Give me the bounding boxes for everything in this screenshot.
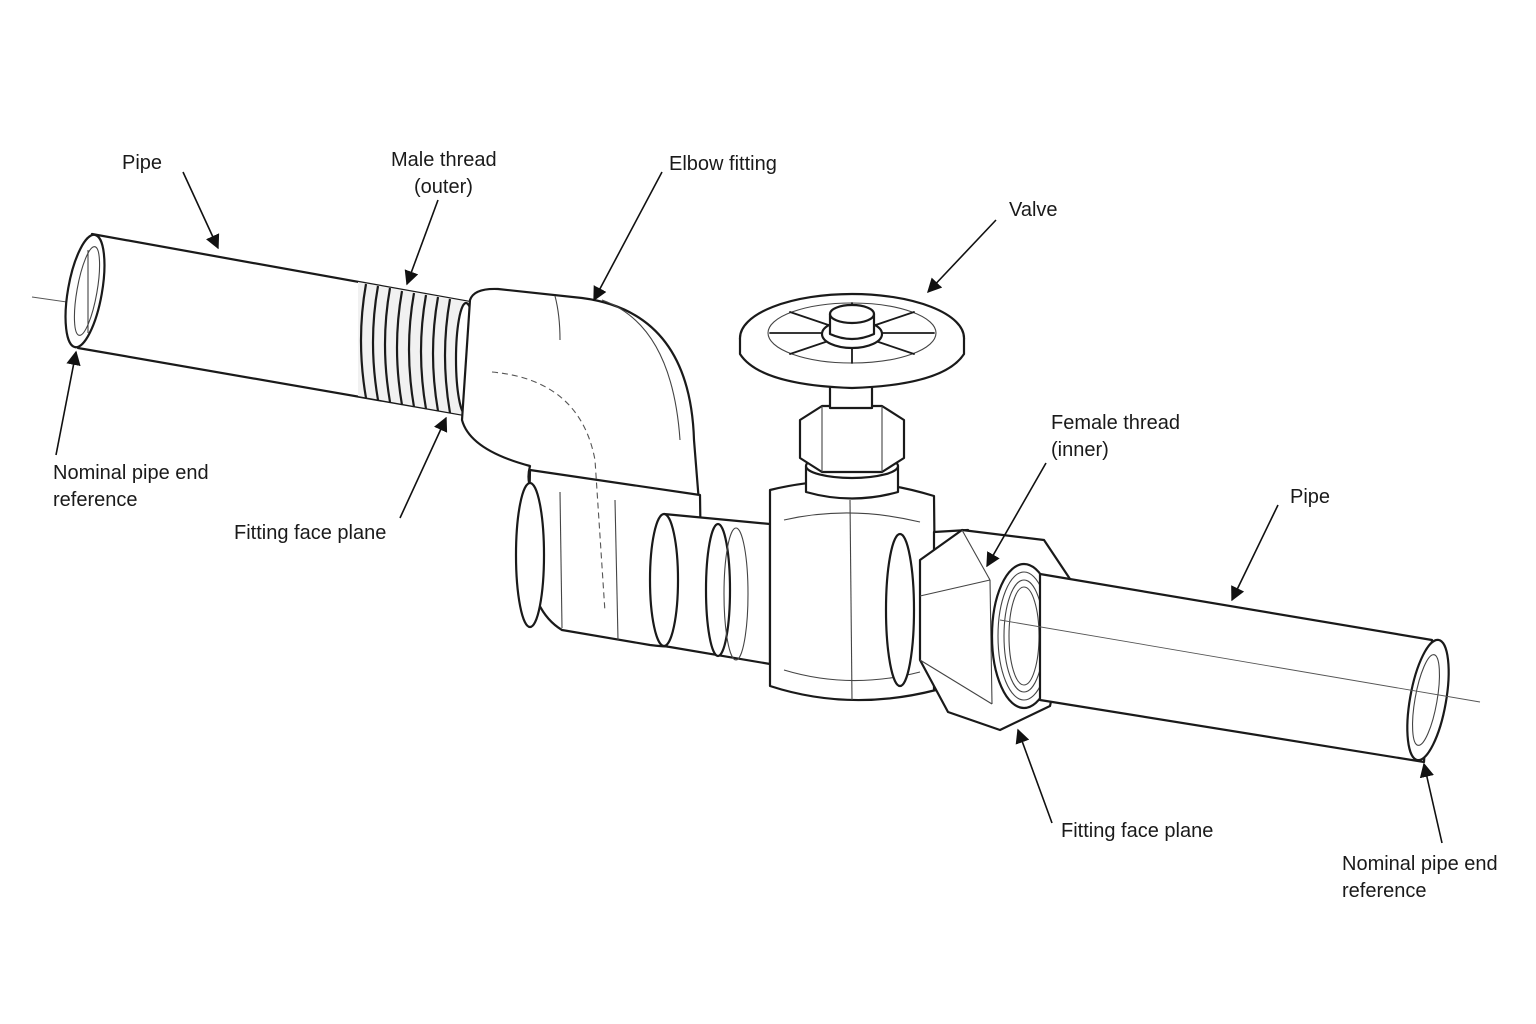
label-pipe-left: Pipe: [122, 152, 162, 174]
male-thread: [358, 282, 478, 417]
label-face-plane-right: Fitting face plane: [1061, 820, 1213, 842]
leader-elbow: [593, 171, 663, 302]
leader-nominal-left: [55, 350, 81, 456]
leader-pipe-left: [182, 171, 220, 250]
label-valve: Valve: [1009, 199, 1058, 221]
elbow-fitting: [460, 287, 704, 648]
labels: Pipe Male thread (outer) Elbow fitting V…: [53, 149, 1498, 902]
leader-face-left: [399, 416, 448, 519]
label-elbow-fitting: Elbow fitting: [669, 153, 777, 175]
label-female-thread-line1: Female thread: [1051, 412, 1180, 434]
label-male-thread-line2: (outer): [414, 176, 473, 198]
label-male-thread-line1: Male thread: [391, 149, 497, 171]
label-nominal-right-line2: reference: [1342, 880, 1427, 902]
leader-lines: [55, 171, 1443, 844]
leader-nominal-right: [1419, 762, 1443, 844]
label-face-plane-left: Fitting face plane: [234, 522, 386, 544]
label-nominal-right-line1: Nominal pipe end: [1342, 853, 1498, 875]
leader-pipe-right: [1231, 504, 1279, 602]
label-nominal-left-line2: reference: [53, 489, 138, 511]
valve: [738, 292, 966, 702]
leader-face-right: [1015, 728, 1053, 824]
label-pipe-right: Pipe: [1290, 486, 1330, 508]
leader-female-thread: [986, 462, 1047, 568]
label-female-thread-line2: (inner): [1051, 439, 1109, 461]
leader-valve: [927, 219, 997, 294]
right-pipe: [999, 572, 1481, 764]
connecting-nipple: [648, 512, 772, 666]
leader-male-thread: [404, 199, 439, 286]
label-nominal-left-line1: Nominal pipe end: [53, 462, 209, 484]
